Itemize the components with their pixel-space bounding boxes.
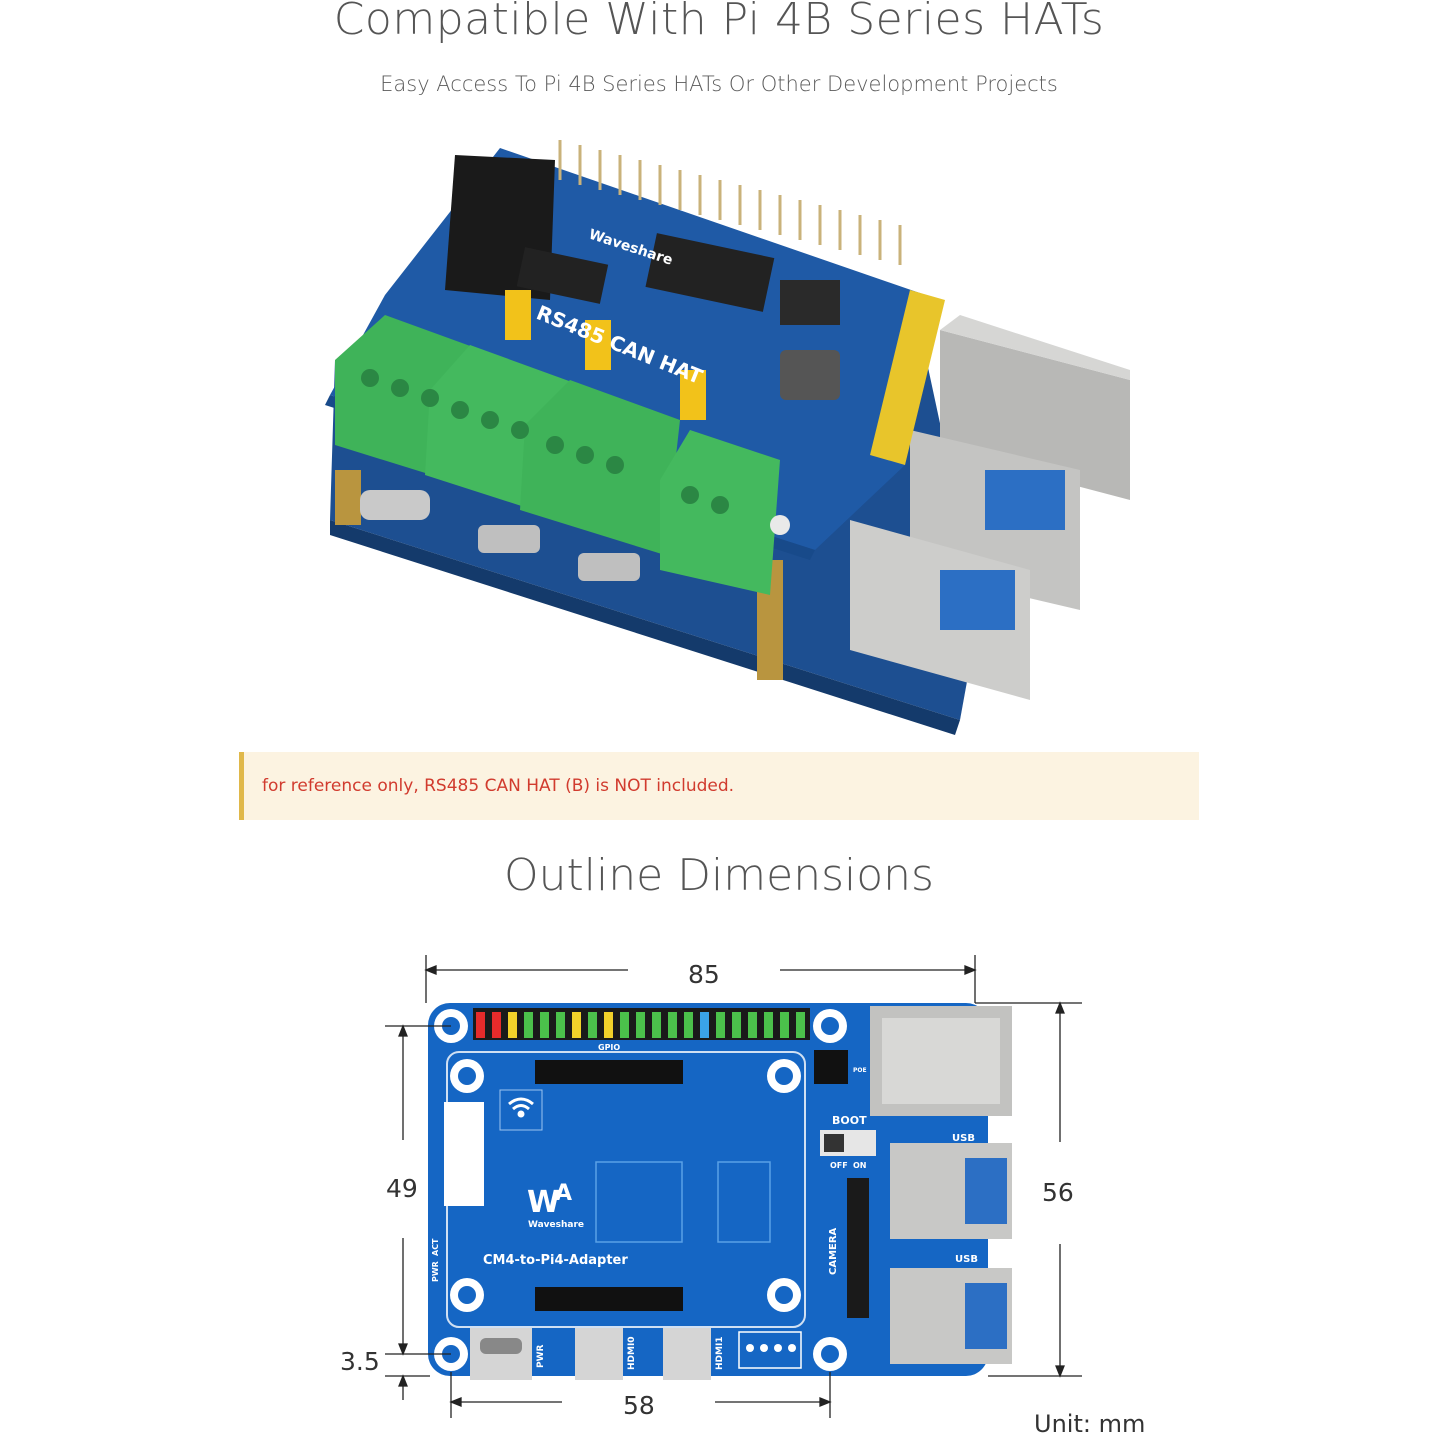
brand-label: Waveshare bbox=[528, 1220, 584, 1230]
dimension-lines bbox=[385, 955, 1082, 1418]
boot-on-label: ON bbox=[853, 1161, 867, 1170]
gpio-header bbox=[473, 1008, 810, 1040]
green-terminal-blocks-photo bbox=[335, 315, 780, 595]
camera-label: CAMERA bbox=[828, 1227, 839, 1275]
section-title-outline: Outline Dimensions bbox=[504, 850, 934, 901]
hdmi0-port bbox=[575, 1328, 623, 1380]
wifi-icon bbox=[508, 1097, 534, 1118]
fan-header bbox=[738, 1331, 802, 1369]
ethernet-port bbox=[870, 1006, 1012, 1116]
pwr-port-label: PWR bbox=[536, 1344, 546, 1368]
boot-label: BOOT bbox=[832, 1114, 867, 1127]
pwr-led-label: PWR bbox=[431, 1261, 440, 1282]
dimension-offset: 3.5 bbox=[340, 1347, 380, 1376]
hdmi1-port bbox=[663, 1328, 711, 1380]
notice-text: for reference only, RS485 CAN HAT (B) is… bbox=[262, 776, 735, 796]
adapter-board bbox=[428, 1003, 988, 1376]
page-title: Compatible With Pi 4B Series HATs bbox=[333, 0, 1105, 45]
usb-port-upper bbox=[890, 1143, 1012, 1239]
unit-label: Unit: mm bbox=[1034, 1410, 1146, 1438]
dimension-width: 85 bbox=[688, 960, 720, 989]
antenna-area bbox=[444, 1102, 484, 1206]
gpio-header-pins-photo bbox=[558, 140, 902, 265]
usb-label-lower: USB bbox=[955, 1254, 978, 1265]
dimension-inner-height: 49 bbox=[386, 1174, 418, 1203]
hdmi0-label: HDMI0 bbox=[627, 1336, 637, 1370]
waveshare-logo: W A bbox=[527, 1181, 572, 1220]
hdmi1-label: HDMI1 bbox=[715, 1336, 725, 1370]
usb-ports-photo bbox=[850, 430, 1080, 700]
poe-header bbox=[814, 1050, 848, 1084]
act-led-label: ACT bbox=[431, 1238, 440, 1256]
svg-text:A: A bbox=[555, 1181, 572, 1206]
usb-port-lower bbox=[890, 1268, 1012, 1364]
boot-switch bbox=[820, 1130, 876, 1156]
usb-c-power-port bbox=[470, 1328, 532, 1380]
gpio-label: GPIO bbox=[598, 1043, 620, 1052]
dimension-hole-spacing: 58 bbox=[623, 1391, 655, 1420]
boot-off-label: OFF bbox=[830, 1161, 848, 1170]
poe-label: POE bbox=[853, 1067, 867, 1074]
usb-label-upper: USB bbox=[952, 1133, 975, 1144]
notice-box: for reference only, RS485 CAN HAT (B) is… bbox=[239, 752, 1199, 820]
page-subtitle: Easy Access To Pi 4B Series HATs Or Othe… bbox=[380, 72, 1058, 96]
dimension-height: 56 bbox=[1042, 1178, 1074, 1207]
adapter-name-label: CM4-to-Pi4-Adapter bbox=[483, 1253, 628, 1268]
product-photo-hat-stack: Waveshare RS485 CAN HAT bbox=[325, 140, 1130, 735]
camera-connector bbox=[847, 1178, 869, 1318]
svg-text:W: W bbox=[527, 1185, 560, 1220]
